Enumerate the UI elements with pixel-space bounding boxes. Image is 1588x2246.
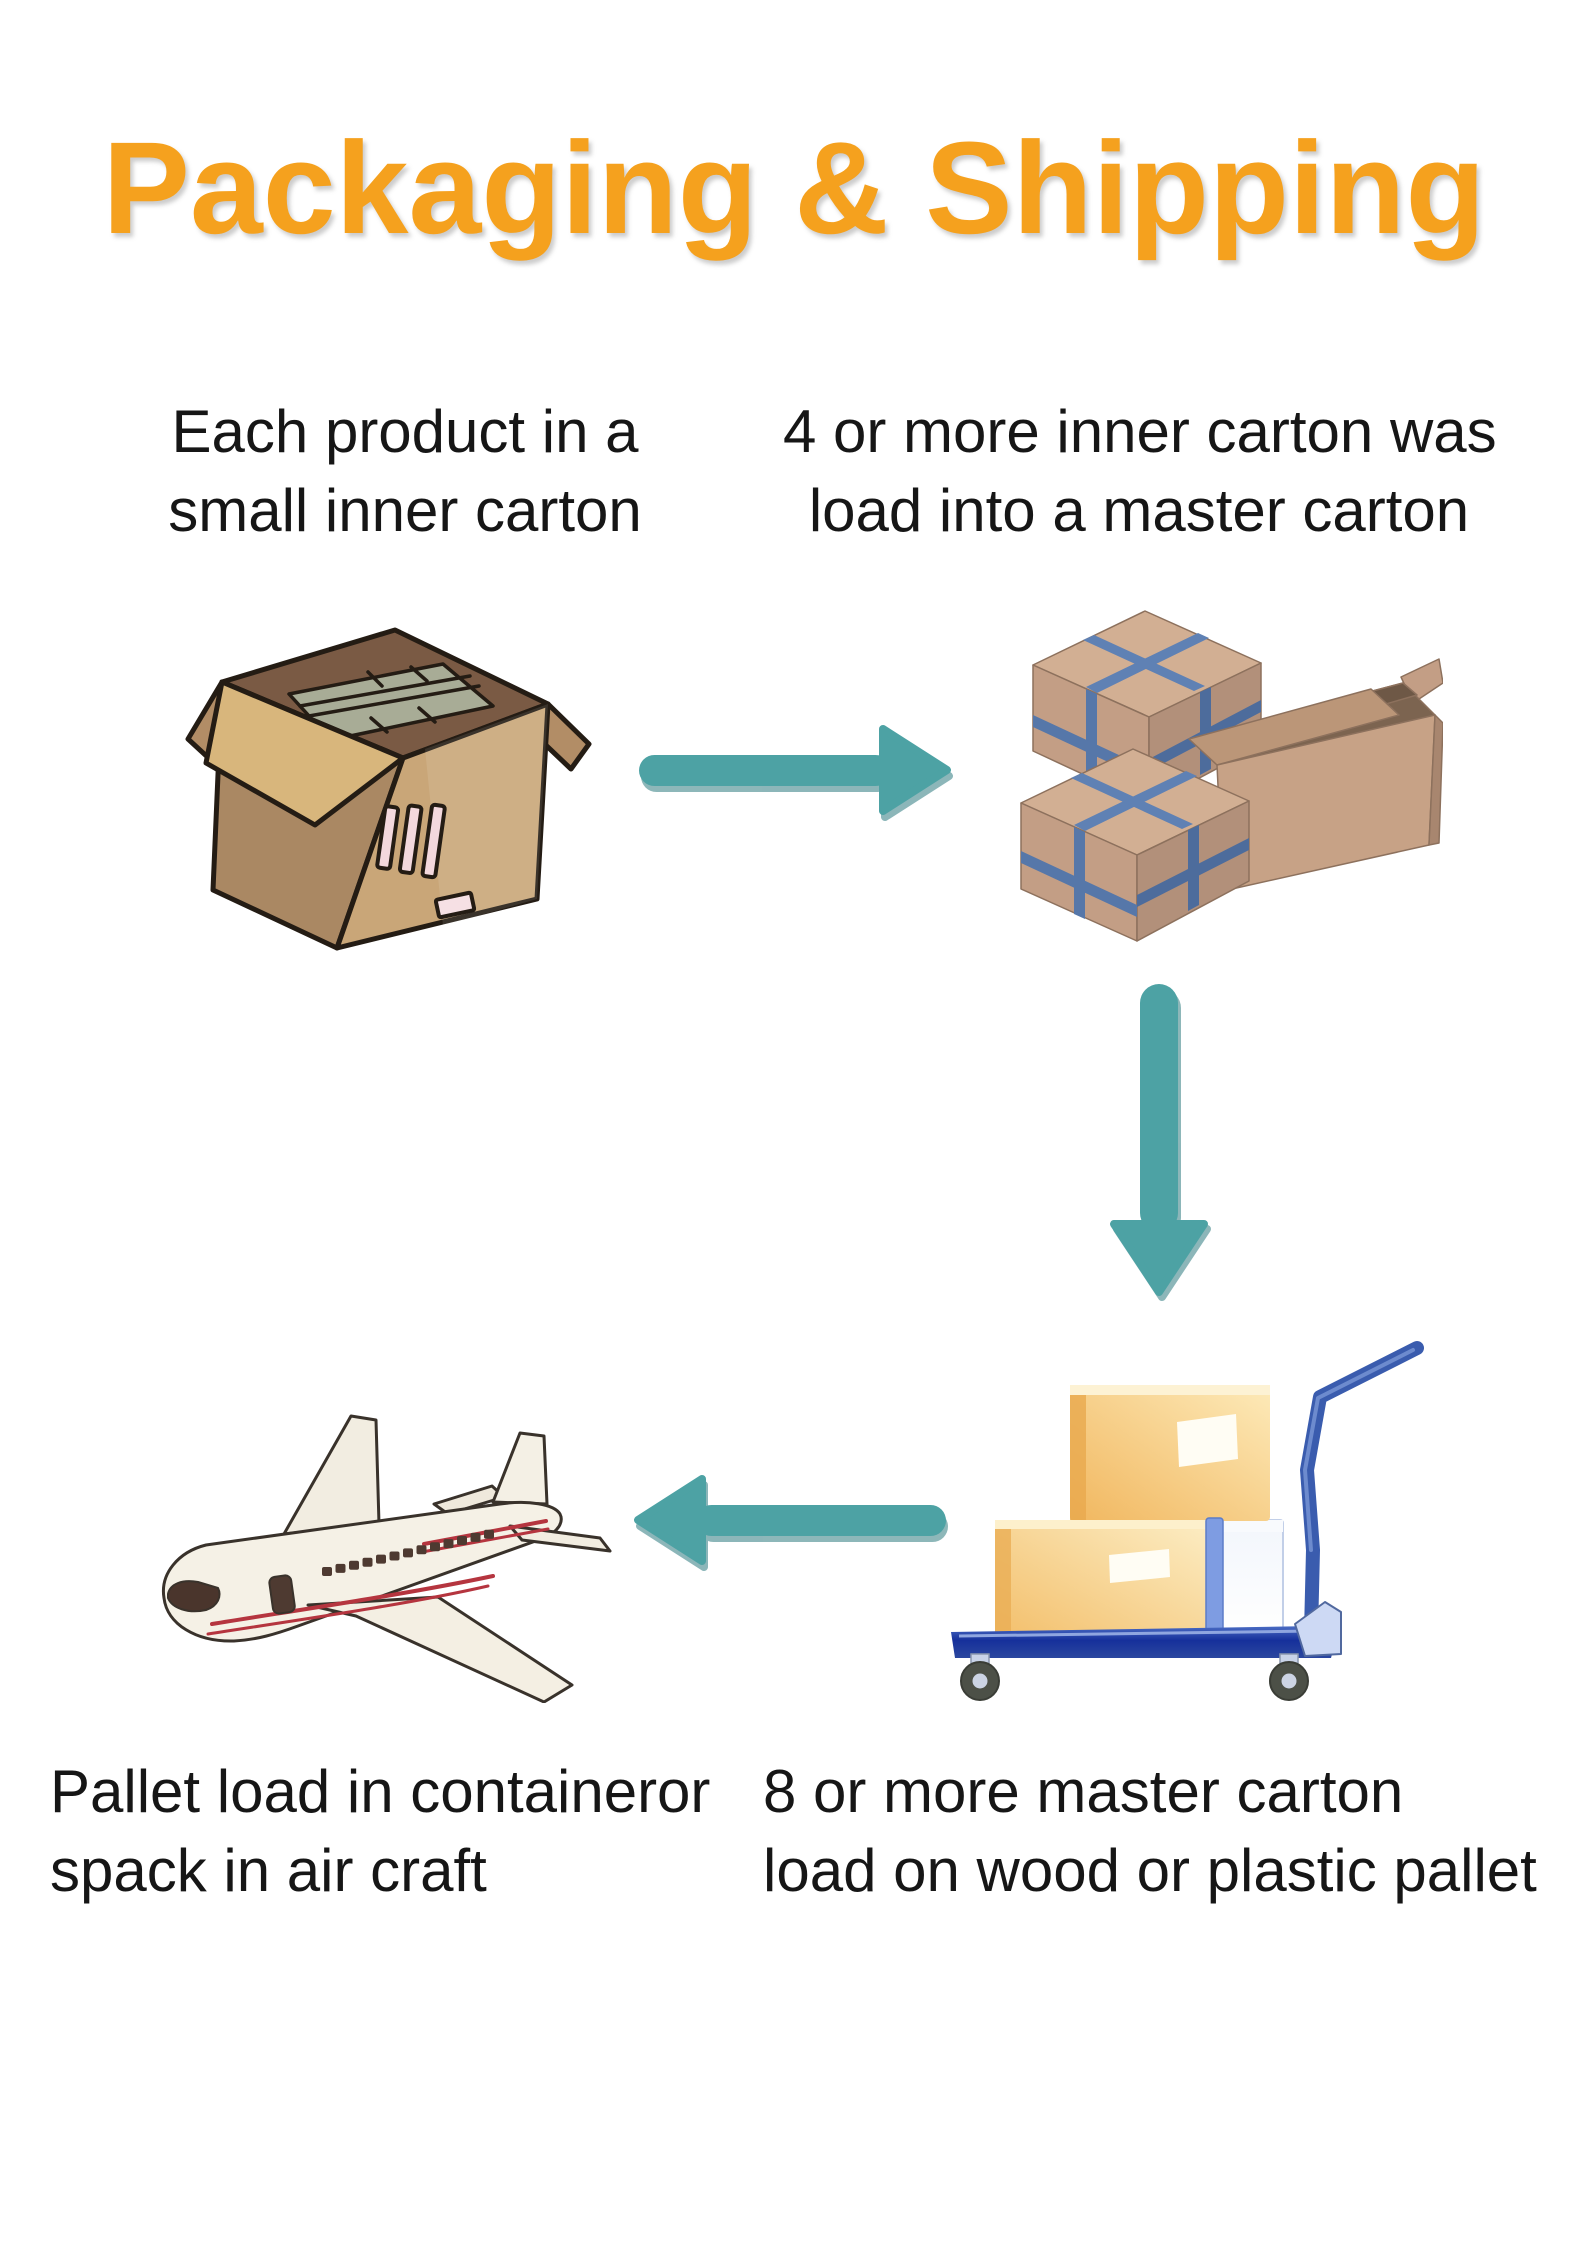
arrow-left-icon (634, 1475, 948, 1571)
caption-step-3-line-1: 8 or more master carton (763, 1758, 1404, 1825)
carton-bottom (995, 1520, 1207, 1638)
airplane-illustration (161, 1414, 612, 1703)
caption-step-4-line-2: spack in air craft (50, 1837, 487, 1904)
caption-step-1-line-2: small inner carton (168, 477, 642, 544)
airplane-group (161, 1414, 612, 1703)
caption-step-1-line-1: Each product in a (171, 398, 639, 465)
caption-step-2: 4 or more inner carton was load into a m… (783, 392, 1497, 550)
hand-truck-group (951, 1341, 1424, 1701)
caption-step-1: Each product in a small inner carton (160, 392, 650, 550)
caption-step-2-line-1: 4 or more inner carton was (783, 398, 1497, 465)
page-title: Packaging & Shipping (102, 114, 1486, 261)
arrow-right-shape (639, 725, 953, 821)
wheel-left (960, 1661, 1000, 1701)
master-cartons-group (1020, 610, 1443, 942)
caption-step-4-line-1: Pallet load in containeror (50, 1758, 711, 1825)
caption-step-3: 8 or more master carton load on wood or … (763, 1752, 1537, 1910)
strapped-carton-front (1020, 748, 1250, 942)
carton-top (1070, 1385, 1270, 1521)
open-master-carton (1188, 658, 1443, 892)
arrow-down-shape (1110, 984, 1211, 1301)
arrow-left-shape (634, 1475, 948, 1571)
hand-truck-illustration (951, 1341, 1424, 1701)
master-cartons-illustration (1020, 610, 1443, 942)
arrow-down-icon (1110, 984, 1211, 1301)
window-row (322, 1529, 494, 1576)
arrow-right-icon (639, 725, 953, 821)
wheel-right (1269, 1661, 1309, 1701)
caption-step-3-line-2: load on wood or plastic pallet (763, 1837, 1537, 1904)
caption-step-2-line-2: load into a master carton (808, 477, 1470, 544)
inner-carton-group (185, 627, 592, 951)
caption-step-4: Pallet load in containeror spack in air … (50, 1752, 710, 1910)
open-inner-carton-illustration (185, 627, 592, 951)
